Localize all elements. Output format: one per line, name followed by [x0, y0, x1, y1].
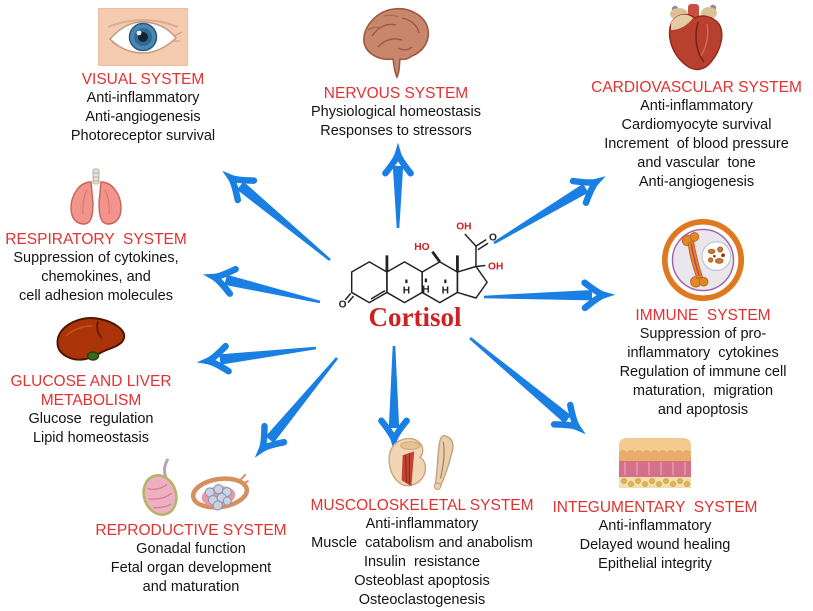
atom-label-oh21: OH	[456, 221, 471, 232]
system-effect-line: Responses to stressors	[320, 123, 472, 139]
system-effect-line: and vascular tone	[637, 155, 756, 171]
system-heading: RESPIRATORY SYSTEM	[5, 231, 187, 248]
system-block-respiratory: RESPIRATORY SYSTEM Suppression of cytoki…	[0, 168, 192, 306]
system-effect-line: Physiological homeostasis	[310, 104, 482, 120]
system-effect-line: Increment of blood pressure	[604, 136, 789, 152]
cortisol-title: Cortisol	[368, 302, 462, 332]
system-effect-line: Anti-inflammatory	[640, 98, 753, 114]
arrow-to-nervous	[382, 142, 414, 228]
system-effect-line: Anti-inflammatory	[365, 516, 479, 532]
system-effect-line: cell adhesion molecules	[19, 288, 173, 304]
atom-label-oh17: OH	[488, 261, 503, 272]
arrow-to-immune	[483, 279, 616, 312]
system-block-nervous: NERVOUS SYSTEM Physiological homeostasis…	[286, 6, 506, 141]
arrow-to-respiratory	[202, 265, 321, 304]
muscle-bone-icon	[388, 435, 454, 490]
system-effect-line: Insulin resistance	[363, 554, 481, 570]
system-effect-line: and apoptosis	[657, 402, 749, 418]
system-heading: MUSCOLOSKELETAL SYSTEM	[310, 497, 534, 514]
system-block-immune: IMMUNE SYSTEM Suppression of pro- inflam…	[598, 218, 808, 420]
system-heading: REPRODUCTIVE SYSTEM	[95, 522, 287, 539]
system-effect-line: Delayed wound healing	[579, 537, 731, 553]
system-block-musculoskeletal: MUSCOLOSKELETAL SYSTEM Anti-inflammatory…	[302, 432, 542, 610]
brain-icon	[363, 7, 430, 79]
system-effect-line: inflammatory cytokines	[627, 345, 779, 361]
system-effect-line: Glucose regulation	[28, 411, 154, 427]
arrow-to-glucose-liver	[196, 342, 317, 375]
system-effect-line: Regulation of immune cell	[619, 364, 787, 380]
arrow-to-integumentary	[469, 337, 586, 435]
system-effect-line: Muscle catabolism and anabolism	[311, 535, 533, 551]
system-effect-line: Photoreceptor survival	[70, 128, 216, 144]
system-effect-line: Anti-angiogenesis	[85, 109, 201, 125]
liver-icon	[56, 317, 126, 361]
heart-icon	[668, 4, 722, 71]
system-heading: IMMUNE SYSTEM	[635, 307, 771, 324]
skin-layers-icon	[619, 438, 691, 488]
atom-label-h: H	[403, 285, 410, 296]
system-effect-line: Anti-angiogenesis	[638, 174, 755, 190]
lungs-icon	[70, 168, 122, 225]
system-heading: NERVOUS SYSTEM	[323, 85, 469, 102]
system-effect-line: Anti-inflammatory	[86, 90, 200, 106]
system-effect-line: Osteoclastogenesis	[358, 592, 486, 608]
atom-label-o3: O	[339, 299, 347, 310]
system-effect-line: Epithelial integrity	[598, 556, 712, 572]
system-block-integumentary: INTEGUMENTARY SYSTEM Anti-inflammatory D…	[542, 436, 768, 574]
bone-glyph	[681, 232, 709, 288]
system-block-cardiovascular: CARDIOVASCULAR SYSTEM Anti-inflammatory …	[580, 2, 813, 192]
system-effect-line: Cardiomyocyte survival	[621, 117, 772, 133]
arrow-to-cardiovascular	[493, 176, 606, 245]
system-heading: GLUCOSE AND LIVER METABOLISM	[10, 373, 172, 409]
system-heading: VISUAL SYSTEM	[81, 71, 205, 88]
atom-label-h: H	[422, 284, 429, 295]
system-effect-line: Anti-inflammatory	[598, 518, 712, 534]
immune-cell-icon	[661, 218, 745, 302]
gonads-icon	[142, 458, 250, 516]
system-effect-line: Gonadal function	[136, 541, 246, 557]
system-effect-line: and maturation	[142, 579, 240, 595]
system-effect-line: Fetal organ development	[110, 560, 272, 576]
system-effect-line: Suppression of cytokines,	[13, 250, 179, 266]
arrow-to-visual	[222, 170, 331, 262]
system-effect-line: Lipid homeostasis	[32, 430, 150, 446]
system-effect-line: maturation, migration	[632, 383, 774, 399]
system-heading: CARDIOVASCULAR SYSTEM	[591, 79, 802, 96]
system-block-glucose-liver: GLUCOSE AND LIVER METABOLISM Glucose reg…	[0, 312, 182, 448]
atom-label-o20: O	[489, 233, 497, 244]
system-heading: INTEGUMENTARY SYSTEM	[552, 499, 758, 516]
system-effect-line: Suppression of pro-	[639, 326, 767, 342]
system-block-visual: VISUAL SYSTEM Anti-inflammatory Anti-ang…	[28, 8, 258, 146]
arrow-to-reproductive	[254, 357, 339, 458]
cortisol-structure: O HO OH O OH H H H	[339, 221, 503, 310]
arrow-to-musculoskeletal	[378, 346, 410, 452]
system-effect-line: Osteoblast apoptosis	[354, 573, 490, 589]
system-block-reproductive: REPRODUCTIVE SYSTEM Gonadal function Fet…	[80, 455, 302, 597]
eye-icon	[98, 8, 188, 66]
atom-label-h: H	[442, 285, 449, 296]
system-effect-line: chemokines, and	[41, 269, 151, 285]
atom-label-ho11: HO	[414, 242, 429, 253]
